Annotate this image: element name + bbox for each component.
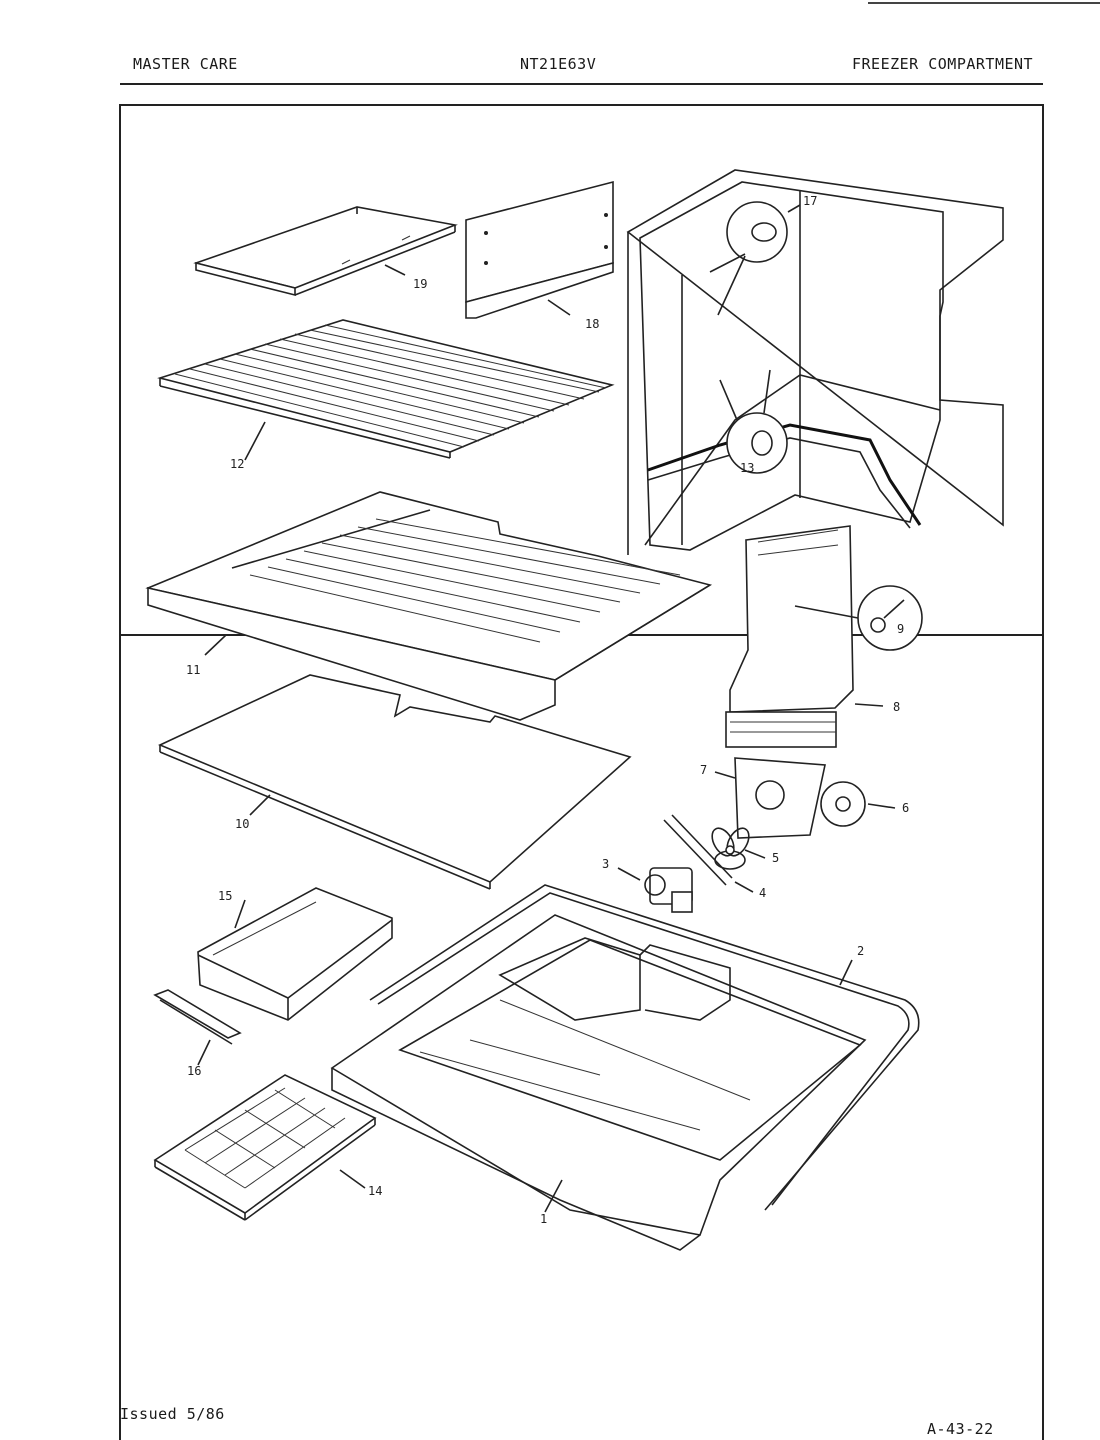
part-6-callout [820, 781, 866, 827]
part-label-7: 7 [700, 763, 707, 777]
part-18-divider [465, 180, 614, 319]
part-16-rail [153, 989, 242, 1045]
part-9-callout [857, 585, 923, 651]
part-label-8: 8 [893, 700, 900, 714]
part-11-shelf [145, 491, 713, 721]
part-label-18: 18 [585, 317, 599, 331]
part-label-10: 10 [235, 817, 249, 831]
top-edge-rule [868, 2, 1100, 4]
section-title: FREEZER COMPARTMENT [852, 55, 1034, 73]
part-label-9: 9 [897, 622, 904, 636]
part-5-fan-blade [711, 827, 750, 870]
part-label-4: 4 [759, 886, 766, 900]
part-13-callout [719, 369, 788, 474]
header-rule [120, 83, 1043, 85]
part-10-glass [158, 674, 632, 890]
part-7-bracket [734, 757, 826, 839]
part-19-shelf [193, 206, 458, 297]
leader-arrows [197, 264, 896, 1213]
part-label-19: 19 [413, 277, 427, 291]
part-label-17: 17 [803, 194, 817, 208]
part-1-floor-pan [330, 914, 867, 1251]
model-number: NT21E63V [520, 55, 597, 73]
part-12-wire-rack [157, 319, 615, 459]
part-label-6: 6 [902, 801, 909, 815]
part-label-2: 2 [857, 944, 864, 958]
page-code: A-43-22 [927, 1420, 994, 1438]
part-label-14: 14 [368, 1184, 382, 1198]
brand-label: MASTER CARE [133, 55, 238, 73]
part-label-1: 1 [540, 1212, 547, 1226]
part-17-callout [709, 201, 801, 316]
part-3-motor [644, 814, 733, 913]
part-label-13: 13 [740, 461, 754, 475]
part-label-16: 16 [187, 1064, 201, 1078]
issued-date: Issued 5/86 [120, 1405, 225, 1423]
part-15-ice-bin [197, 887, 393, 1021]
part-label-5: 5 [772, 851, 779, 865]
part-label-15: 15 [218, 889, 232, 903]
part-8-air-duct [725, 525, 859, 748]
part-14-ice-tray [153, 1074, 377, 1221]
part-label-12: 12 [230, 457, 244, 471]
part-label-11: 11 [186, 663, 200, 677]
part-2-liner-frame [369, 884, 920, 1211]
freezer-cabinet [626, 169, 1004, 555]
part-label-3: 3 [602, 857, 609, 871]
